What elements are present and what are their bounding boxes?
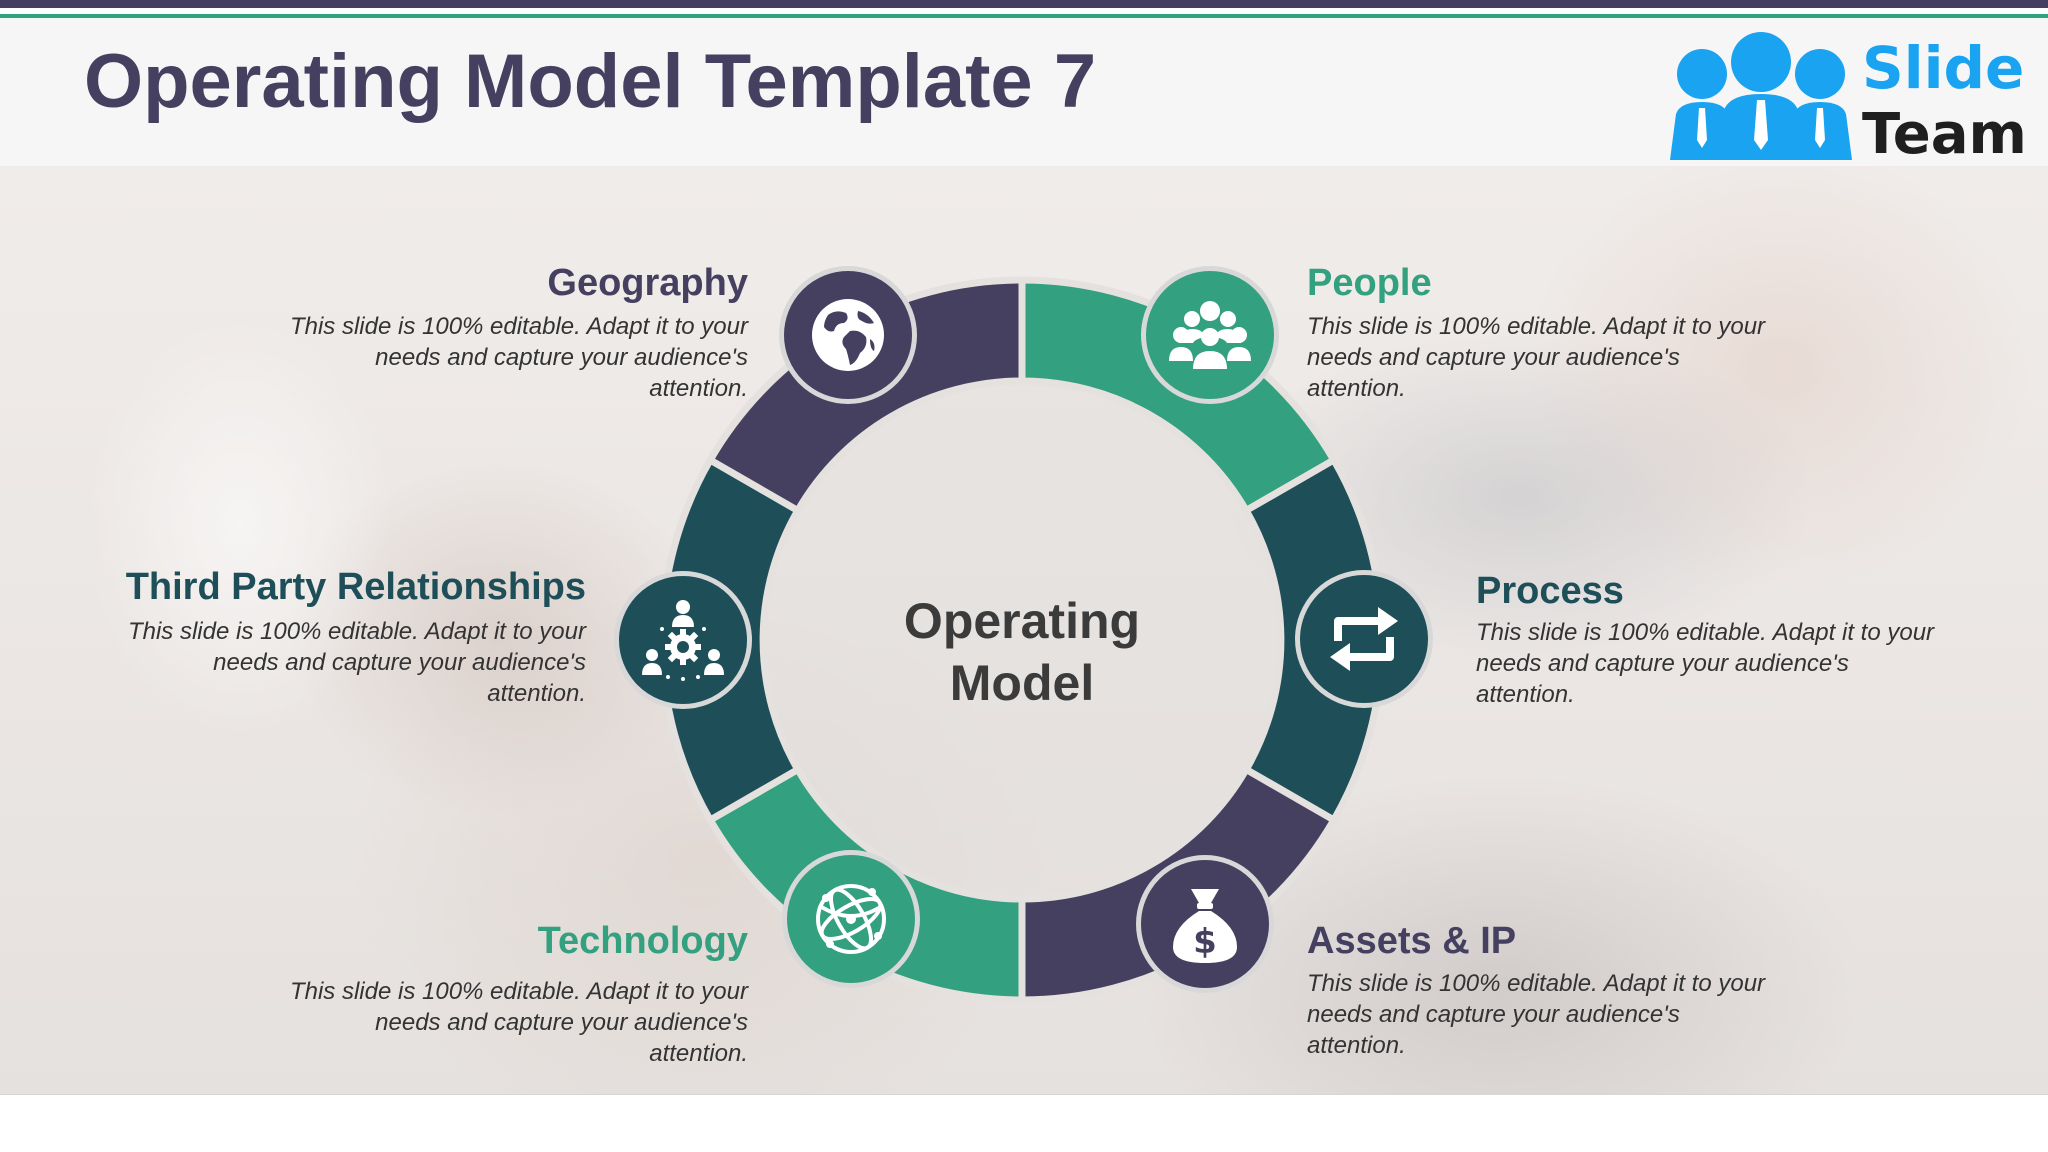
technology-description: This slide is 100% editable. Adapt it to… xyxy=(289,978,748,1067)
center-label: Operating Model xyxy=(842,590,1202,714)
bottom-divider xyxy=(0,1094,2048,1095)
geography-title: Geography xyxy=(547,262,748,304)
people-description: This slide is 100% editable. Adapt it to… xyxy=(1307,313,1766,402)
technology-icon-circle xyxy=(782,850,920,988)
center-disc xyxy=(732,350,1312,930)
network-globe-icon xyxy=(816,884,886,954)
refresh-cycle-icon xyxy=(1330,607,1398,671)
svg-text:$: $ xyxy=(1193,922,1217,962)
people-title: People xyxy=(1307,262,1432,304)
center-label-line1: Operating xyxy=(903,593,1141,649)
logo-text-slide: Slide xyxy=(1862,34,2025,102)
top-accent-line xyxy=(0,14,2048,18)
process-icon-circle xyxy=(1295,570,1433,708)
third-party-description: This slide is 100% editable. Adapt it to… xyxy=(127,618,586,707)
people-icon-circle xyxy=(1141,266,1279,404)
globe-icon xyxy=(812,299,884,371)
slide-title: Operating Model Template 7 xyxy=(84,39,1097,124)
assets-title: Assets & IP xyxy=(1307,920,1517,962)
logo-people-icon xyxy=(1670,32,1852,160)
logo-text-team: Team xyxy=(1862,102,2027,167)
third-party-icon-circle xyxy=(614,571,752,709)
top-accent-bar xyxy=(0,0,2048,8)
process-title: Process xyxy=(1476,570,1624,612)
slideteam-logo: Slide Team xyxy=(1666,30,2027,167)
money-bag-icon: $ xyxy=(1173,889,1237,963)
people-group-icon xyxy=(1169,301,1251,369)
process-description: This slide is 100% editable. Adapt it to… xyxy=(1476,619,1935,708)
third-party-title: Third Party Relationships xyxy=(125,566,586,608)
assets-description: This slide is 100% editable. Adapt it to… xyxy=(1307,970,1766,1059)
network-gear-icon xyxy=(642,600,724,681)
geography-icon-circle xyxy=(779,266,917,404)
technology-title: Technology xyxy=(537,920,748,962)
geography-description: This slide is 100% editable. Adapt it to… xyxy=(289,313,748,402)
center-label-line2: Model xyxy=(949,655,1095,711)
assets-icon-circle: $ xyxy=(1136,855,1274,993)
